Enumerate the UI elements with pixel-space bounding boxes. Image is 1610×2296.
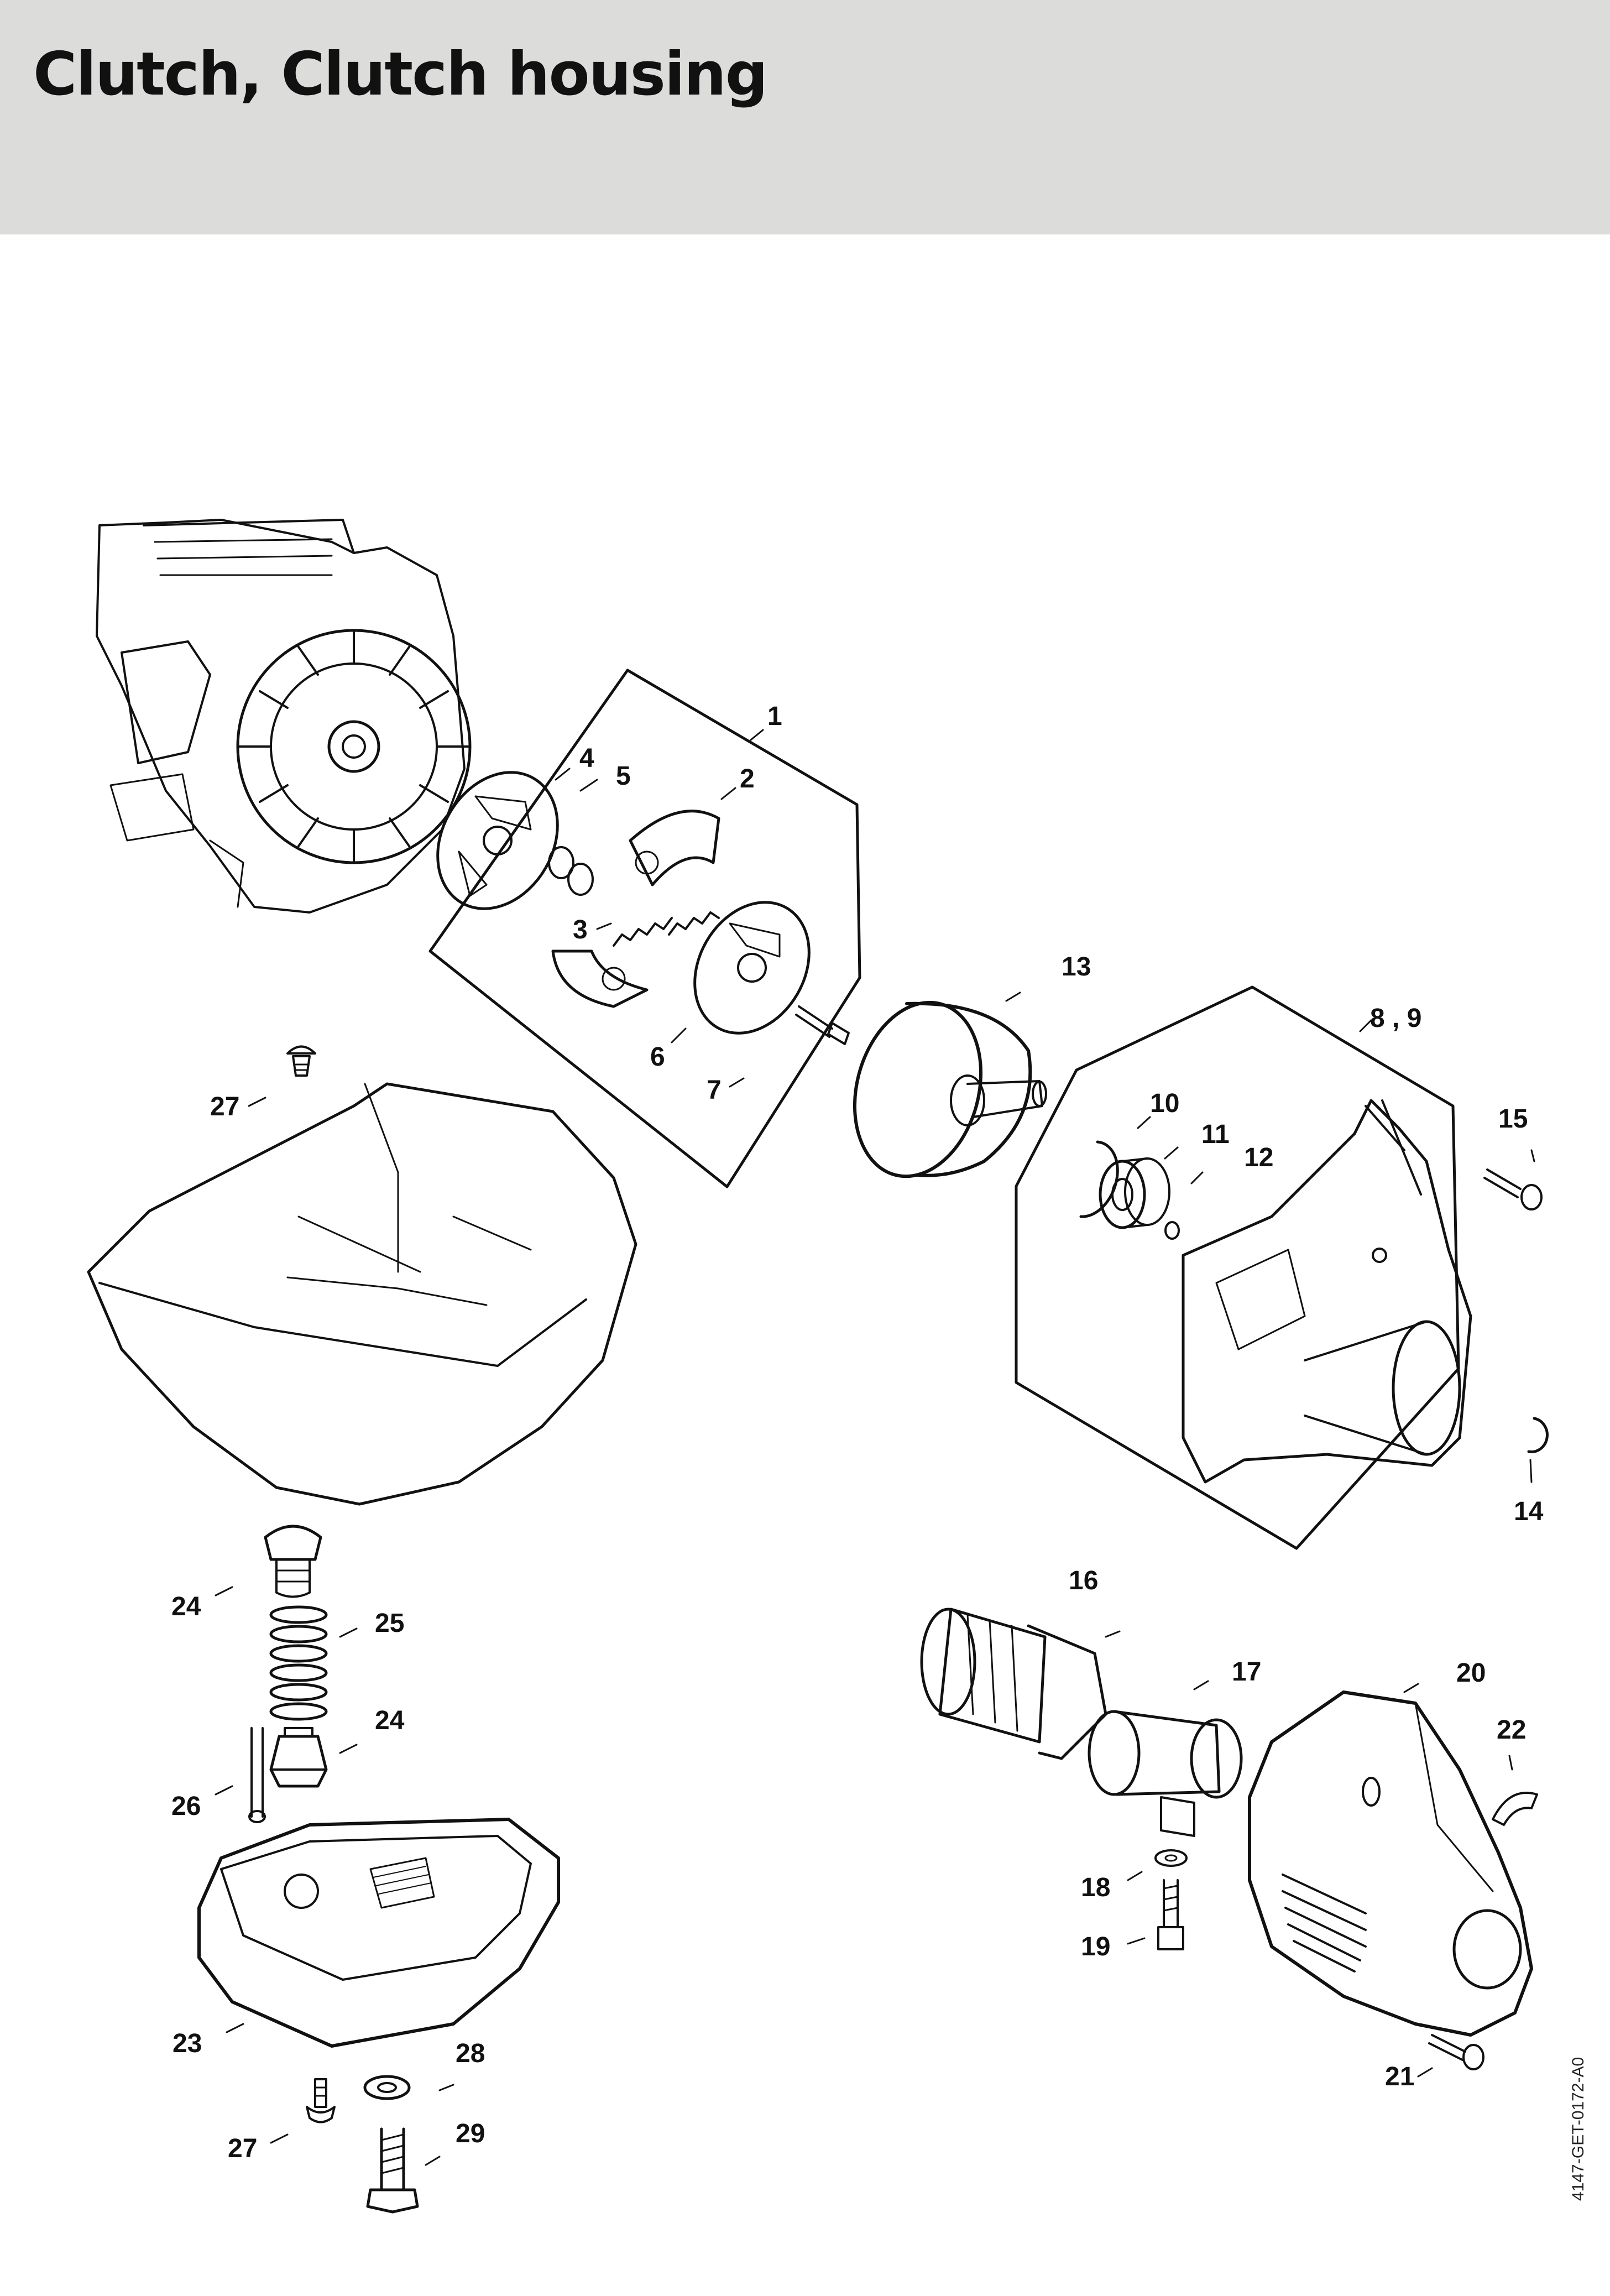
callout-17: 17 <box>1232 1657 1262 1687</box>
part-2-drawing <box>551 810 720 1008</box>
callout-10: 10 <box>1150 1089 1180 1118</box>
callout-5: 5 <box>616 761 631 791</box>
callout-19: 19 <box>1081 1932 1111 1961</box>
callout-21: 21 <box>1385 2062 1415 2091</box>
callout-13: 13 <box>1062 952 1091 982</box>
part-7-drawing <box>795 1005 850 1045</box>
part-5-drawing <box>548 846 594 896</box>
callout-7: 7 <box>707 1076 722 1105</box>
callout-16: 16 <box>1069 1566 1099 1595</box>
part-3-drawing <box>613 911 720 947</box>
callout-25: 25 <box>375 1609 405 1638</box>
part-19-drawing <box>1157 1879 1184 1950</box>
clutch-assembly-outline <box>428 669 861 1188</box>
callout-20: 20 <box>1456 1658 1486 1688</box>
callout-8-9: 8 , 9 <box>1370 1004 1422 1033</box>
callout-29: 29 <box>456 2119 485 2148</box>
part-26-drawing <box>248 1727 266 1823</box>
part-16-drawing <box>920 1608 1107 1760</box>
callout-24-lower: 24 <box>375 1706 405 1735</box>
part-24-lower-drawing <box>269 1727 328 1788</box>
callout-11: 11 <box>1201 1120 1230 1149</box>
diagram-reference-code: 4147-GET-0172-A0 <box>1569 2057 1587 2201</box>
part-13-drawing <box>853 1000 1047 1178</box>
part-25-drawing <box>269 1605 328 1721</box>
part-12-drawing <box>1164 1221 1180 1240</box>
part-18-drawing <box>1154 1849 1188 1867</box>
part-8-9-drawing <box>1182 1099 1472 1484</box>
part-23-drawing <box>197 1818 560 2048</box>
leader-lines <box>215 729 1535 2166</box>
callout-18: 18 <box>1081 1873 1111 1902</box>
part-15-drawing <box>1483 1168 1543 1210</box>
callout-23: 23 <box>172 2029 202 2058</box>
callout-2: 2 <box>740 764 755 794</box>
callout-3: 3 <box>573 915 588 945</box>
callout-12: 12 <box>1244 1143 1274 1172</box>
part-27-lower-drawing <box>306 2078 336 2123</box>
callout-24-top: 24 <box>171 1592 201 1621</box>
callout-15: 15 <box>1498 1104 1528 1134</box>
callout-22: 22 <box>1497 1715 1527 1745</box>
callout-4: 4 <box>579 744 594 773</box>
callout-28: 28 <box>456 2039 485 2068</box>
part-10-drawing <box>1079 1140 1119 1218</box>
part-24-top-drawing <box>264 1525 322 1598</box>
callout-14: 14 <box>1514 1497 1544 1526</box>
part-27-top-drawing <box>286 1045 316 1077</box>
part-14-drawing <box>1527 1417 1549 1453</box>
engine-block-drawing <box>96 519 472 914</box>
clutch-housing-outline <box>1015 985 1460 1550</box>
part-17-drawing <box>1088 1710 1243 1837</box>
callout-27-lower: 27 <box>228 2134 258 2163</box>
part-22-drawing <box>1492 1792 1538 1826</box>
header-bar: Clutch, Clutch housing <box>0 0 1610 234</box>
callout-1: 1 <box>767 702 782 731</box>
part-6-drawing <box>693 901 811 1035</box>
part-21-drawing <box>1428 2034 1484 2070</box>
part-20-drawing <box>1248 1690 1533 2037</box>
callout-26: 26 <box>171 1792 201 1821</box>
callout-27-top: 27 <box>210 1092 240 1121</box>
shroud-drawing <box>87 1082 637 1506</box>
part-11-drawing <box>1099 1157 1170 1229</box>
part-4-drawing <box>436 771 559 910</box>
part-29-drawing <box>366 2127 419 2214</box>
callout-6: 6 <box>650 1042 665 1072</box>
part-28-drawing <box>363 2075 411 2100</box>
page-title: Clutch, Clutch housing <box>33 40 768 109</box>
